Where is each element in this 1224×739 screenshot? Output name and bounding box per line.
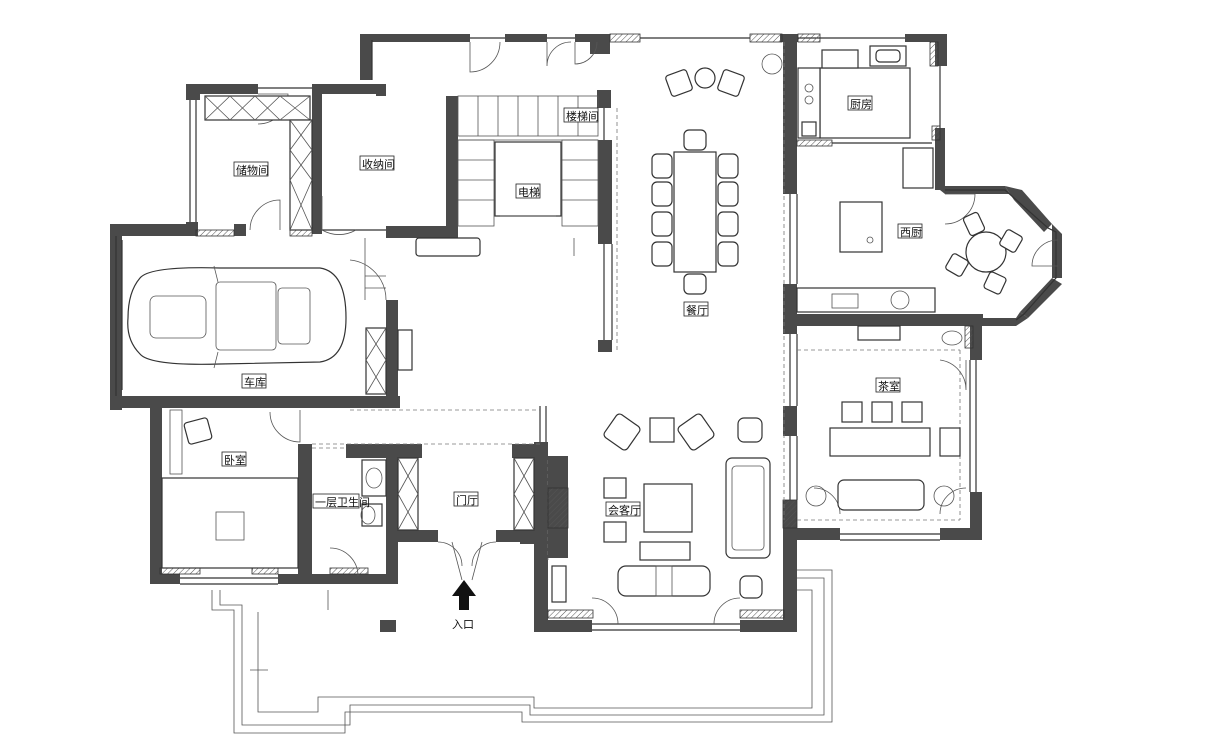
- label-living: 会客厅: [608, 503, 641, 517]
- label-dining: 餐厅: [686, 303, 708, 317]
- label-entrance: 入口: [452, 618, 474, 631]
- dining-room: 餐厅: [651, 53, 783, 317]
- storage-room: 储物间: [204, 95, 313, 231]
- entrance-arrow-icon: [452, 580, 476, 610]
- walls: [110, 34, 1062, 632]
- tea-table: [829, 427, 931, 457]
- terrace-outline: [211, 569, 833, 734]
- sofa-bottom: [617, 565, 711, 597]
- western-kitchen: 西厨: [796, 147, 1023, 313]
- sofa: [725, 457, 771, 559]
- label-foyer: 门厅: [456, 493, 478, 507]
- bathroom: 一层卫生间: [312, 459, 387, 527]
- label-storage: 储物间: [236, 163, 269, 177]
- kitchen: 厨房: [797, 45, 911, 139]
- bedroom: 卧室: [161, 409, 299, 569]
- label-tea-room: 茶室: [878, 379, 900, 393]
- living-room: 会客厅: [547, 413, 771, 603]
- label-bedroom: 卧室: [224, 453, 246, 467]
- column-marker: [380, 620, 396, 632]
- car-icon: [127, 265, 347, 369]
- bed: [161, 477, 299, 569]
- tea-sofa: [837, 479, 925, 511]
- round-dining-table: [965, 231, 1007, 273]
- garage: 车库: [127, 265, 413, 395]
- label-stair: 楼梯间: [566, 109, 599, 123]
- lounge-chairs: [665, 67, 745, 97]
- label-western-kitchen: 西厨: [900, 226, 922, 239]
- closet-room: 收纳间: [359, 155, 395, 171]
- label-garage: 车库: [244, 375, 266, 389]
- doors: [249, 41, 1059, 625]
- label-closet: 收纳间: [362, 157, 395, 171]
- label-bathroom: 一层卫生间: [315, 495, 370, 509]
- label-kitchen: 厨房: [850, 98, 872, 111]
- label-elevator: 电梯: [518, 186, 540, 199]
- coffee-table: [643, 483, 693, 533]
- foyer: 门厅 入口: [397, 457, 535, 631]
- tea-room: 茶室: [805, 325, 963, 511]
- stair-area: 楼梯间 电梯: [364, 95, 599, 300]
- dining-table: [673, 151, 717, 273]
- kitchen-island: [839, 201, 883, 253]
- dining-chairs: [651, 129, 739, 295]
